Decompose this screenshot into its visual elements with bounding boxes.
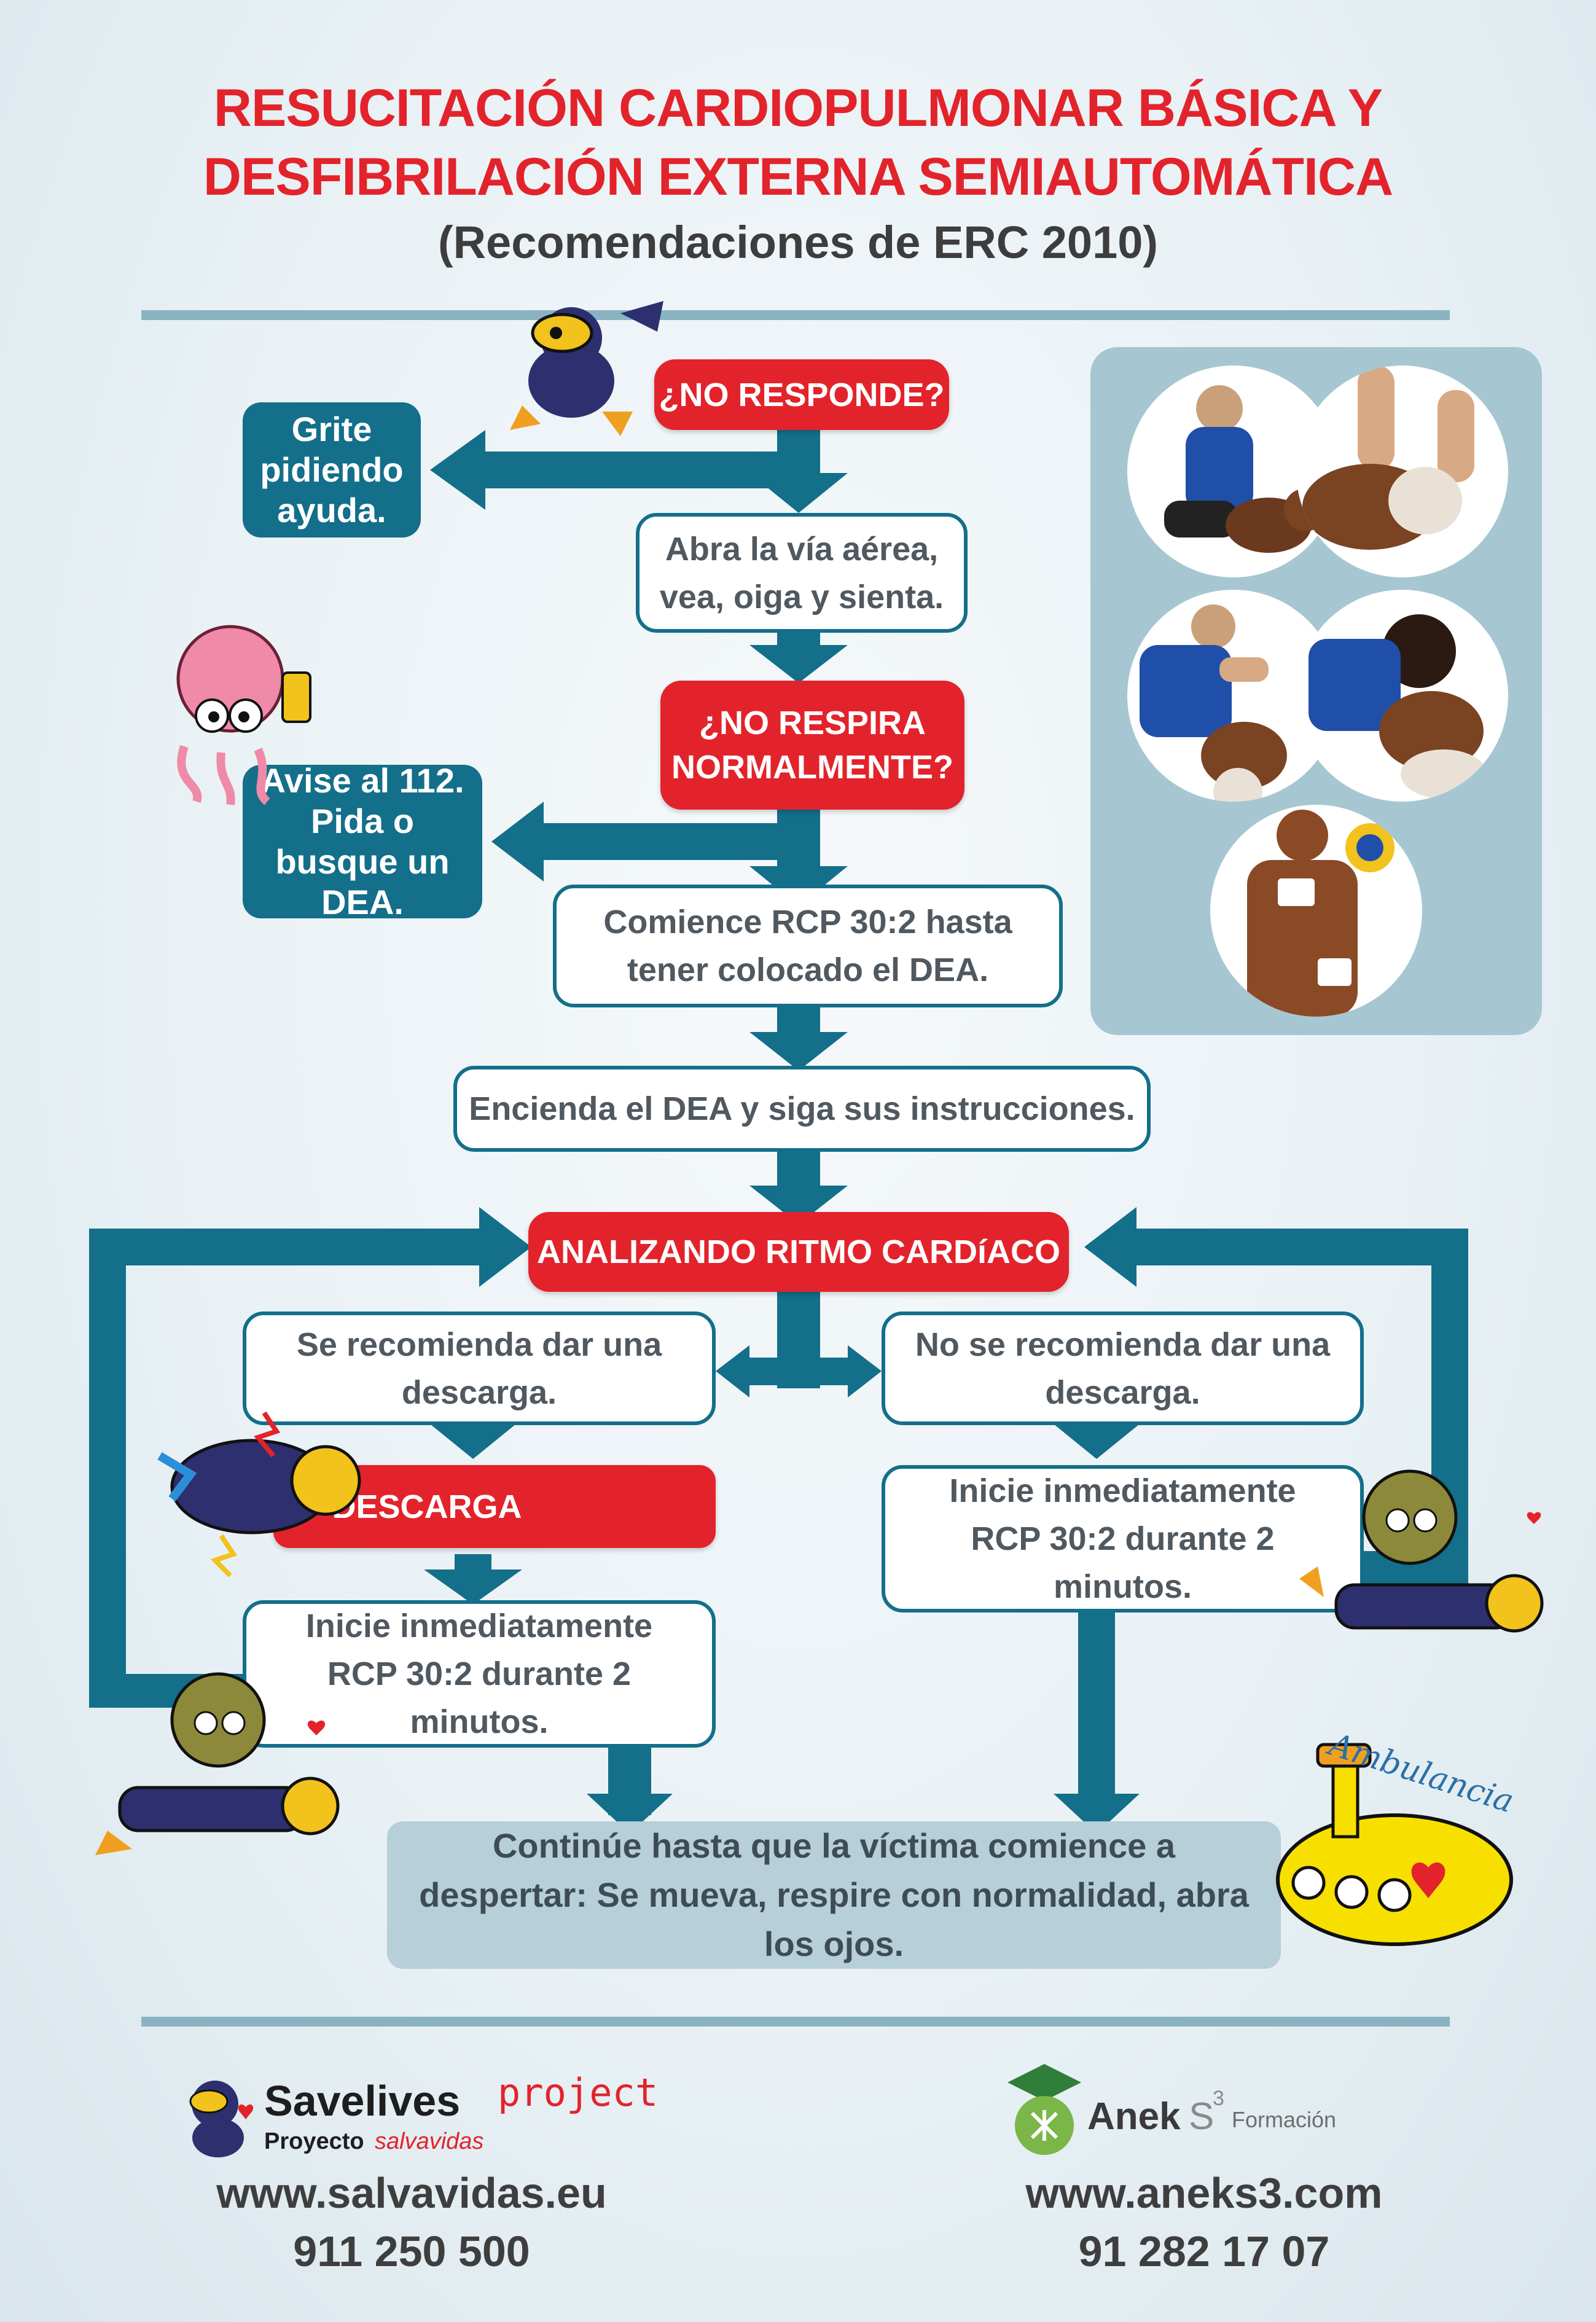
penguin-character: [510, 301, 663, 436]
heart-icon: [1527, 1512, 1541, 1524]
heart-icon: [1411, 1862, 1445, 1898]
continue-box: Continúe hasta que la víctima comience a…: [387, 1821, 1281, 1969]
branch-grite: [476, 452, 783, 488]
savelives-brand: Savelives: [264, 2077, 461, 2125]
shocked-character: [157, 1411, 361, 1577]
encienda-box: Encienda el DEA y siga sus instrucciones…: [453, 1066, 1151, 1152]
compressions-image: [1140, 604, 1287, 802]
no-respira-box: ¿NO RESPIRA NORMALMENTE?: [660, 681, 964, 810]
photo-open-airway: [1296, 366, 1508, 577]
page-title: RESUCITACIÓN CARDIOPULMONAR BÁSICA Y DES…: [0, 74, 1596, 211]
arrow-head-descarga: [424, 1419, 522, 1459]
arrow-head-se-recomienda: [716, 1345, 749, 1398]
submarine-ambulance: [1276, 1743, 1513, 1946]
aneks3-brand: Anek: [1087, 2095, 1181, 2138]
inicie-right-box: Inicie inmediatamente RCP 30:2 durante 2…: [882, 1465, 1364, 1612]
savelives-sub-2: salvavidas: [375, 2128, 484, 2154]
savelives-url[interactable]: www.salvavidas.eu: [216, 2169, 607, 2217]
photo-rescue-breaths: [1296, 590, 1508, 802]
savelives-sub-1: Proyecto: [264, 2128, 364, 2154]
savelives-logo: Savelives project Proyecto salvavidas: [154, 2064, 682, 2175]
aneks3-logo: Anek S 3 Formación: [995, 2049, 1425, 2165]
photo-panel: [1090, 347, 1542, 1035]
heart-icon: [238, 2104, 254, 2119]
branch-avise: [534, 823, 780, 860]
right-loop-top: [1133, 1229, 1468, 1265]
arrow-head-inicie-right: [1047, 1419, 1146, 1459]
savelives-mascot-icon: [189, 2081, 254, 2157]
grite-box: Grite pidiendo ayuda.: [243, 402, 421, 538]
savelives-suffix: project: [498, 2070, 659, 2115]
left-loop-vertical: [89, 1229, 126, 1708]
arrow-head-no-se-recomienda: [848, 1345, 882, 1398]
aed-manikin-image: [1247, 810, 1395, 1017]
arrow-head-encienda: [749, 1032, 848, 1071]
arrow-head-loop-right: [1084, 1207, 1136, 1287]
arrow-head-continue-left: [587, 1794, 673, 1834]
title-line-1: RESUCITACIÓN CARDIOPULMONAR BÁSICA Y: [213, 79, 1383, 138]
lightning-icon: [254, 1411, 281, 1458]
abra-box: Abra la vía aérea, vea, oiga y sienta.: [636, 513, 968, 633]
photo-aed-pads: [1210, 805, 1422, 1017]
top-divider: [141, 310, 1450, 320]
page-subtitle: (Recomendaciones de ERC 2010): [437, 217, 1159, 268]
arrow-head-grite: [430, 430, 485, 510]
graduation-cap-icon: [1007, 2064, 1081, 2155]
rescuer-character-right: [1299, 1469, 1544, 1633]
arrow-head-analizando: [749, 1186, 848, 1224]
lightning-icon-2: [210, 1534, 238, 1577]
analizando-box: ANALIZANDO RITMO CARDíACO: [528, 1212, 1069, 1292]
rescue-breaths-image: [1308, 614, 1487, 799]
photo-chest-compressions: [1127, 590, 1339, 802]
arrow-head-loop-left: [479, 1207, 531, 1287]
no-se-recomienda-box: No se recomienda dar una descarga.: [882, 1312, 1364, 1425]
no-responde-box: ¿NO RESPONDE?: [654, 359, 949, 430]
right-trunk-2: [1078, 1612, 1115, 1809]
head-tilt-image: [1302, 366, 1474, 550]
se-recomienda-box: Se recomienda dar una descarga.: [243, 1312, 716, 1425]
left-loop-top: [89, 1229, 495, 1265]
aneks3-s: S: [1189, 2095, 1215, 2138]
aneks3-url[interactable]: www.aneks3.com: [1025, 2169, 1383, 2217]
aneks3-suffix: Formación: [1232, 2107, 1337, 2132]
rescuer-character-left: [95, 1672, 340, 1855]
split-bar: [737, 1358, 860, 1385]
descarga-label: DESCARGA: [332, 1488, 522, 1525]
aneks3-sup: 3: [1213, 2087, 1224, 2110]
aneks3-phone: 91 282 17 07: [1078, 2227, 1330, 2275]
savelives-phone: 911 250 500: [293, 2227, 530, 2275]
phone-icon: [281, 671, 311, 723]
arrow-head-avise: [491, 802, 544, 882]
arrow-head-no-respira: [749, 645, 848, 683]
heart-icon: [307, 1720, 326, 1735]
title-line-2: DESFIBRILACIÓN EXTERNA SEMIAUTOMÁTICA: [203, 147, 1393, 206]
squid-character: [176, 625, 311, 805]
avise-box: Avise al 112. Pida o busque un DEA.: [243, 761, 482, 921]
bottom-divider: [141, 2017, 1450, 2027]
comience-box: Comience RCP 30:2 hasta tener colocado e…: [553, 885, 1063, 1007]
arrow-head-inicie-left: [424, 1570, 522, 1605]
arrow-head-continue-right: [1054, 1794, 1140, 1834]
